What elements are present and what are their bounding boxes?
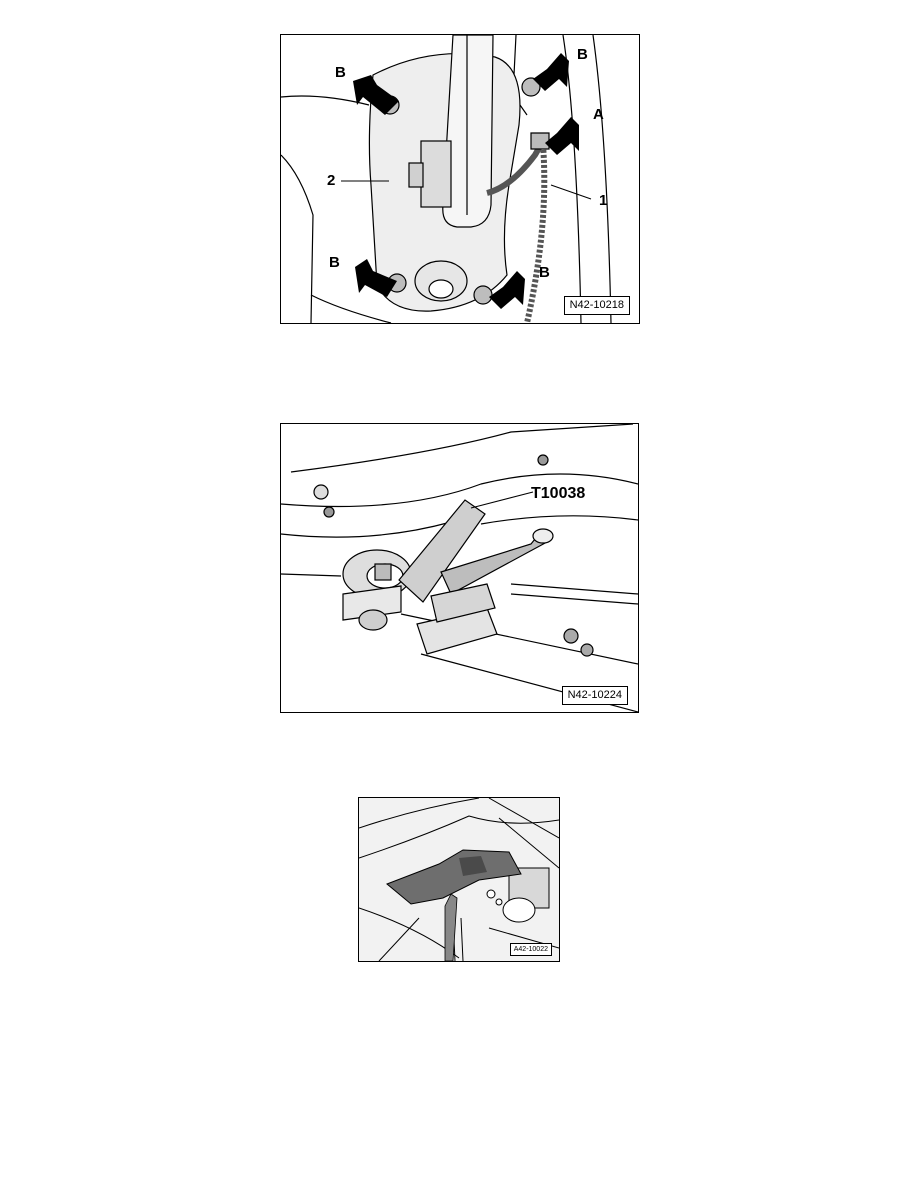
callout-b-top-left: B bbox=[335, 64, 346, 81]
figure-id-label: N42-10218 bbox=[563, 296, 630, 315]
callout-b-bottom-right: B bbox=[539, 264, 550, 281]
figure-a42-10022: A42-10022 bbox=[358, 797, 560, 962]
callout-a: A bbox=[593, 106, 604, 123]
callout-1: 1 bbox=[599, 192, 608, 209]
callout-b-bottom-left: B bbox=[329, 254, 340, 271]
callout-b-top-right: B bbox=[577, 46, 588, 63]
drawing-tool-installation bbox=[281, 424, 638, 712]
figure-id-label: N42-10224 bbox=[561, 686, 628, 705]
figure-n42-10218: B B A 1 2 B B N42-10218 bbox=[280, 34, 640, 324]
callout-2: 2 bbox=[327, 172, 336, 189]
figure-id-label: A42-10022 bbox=[509, 943, 552, 956]
drawing-bracket-bolts bbox=[281, 35, 612, 323]
figure-n42-10224: T10038 N42-10224 bbox=[280, 423, 639, 713]
drawing-underbody-tool bbox=[359, 798, 559, 961]
callout-tool-t10038: T10038 bbox=[531, 485, 586, 502]
